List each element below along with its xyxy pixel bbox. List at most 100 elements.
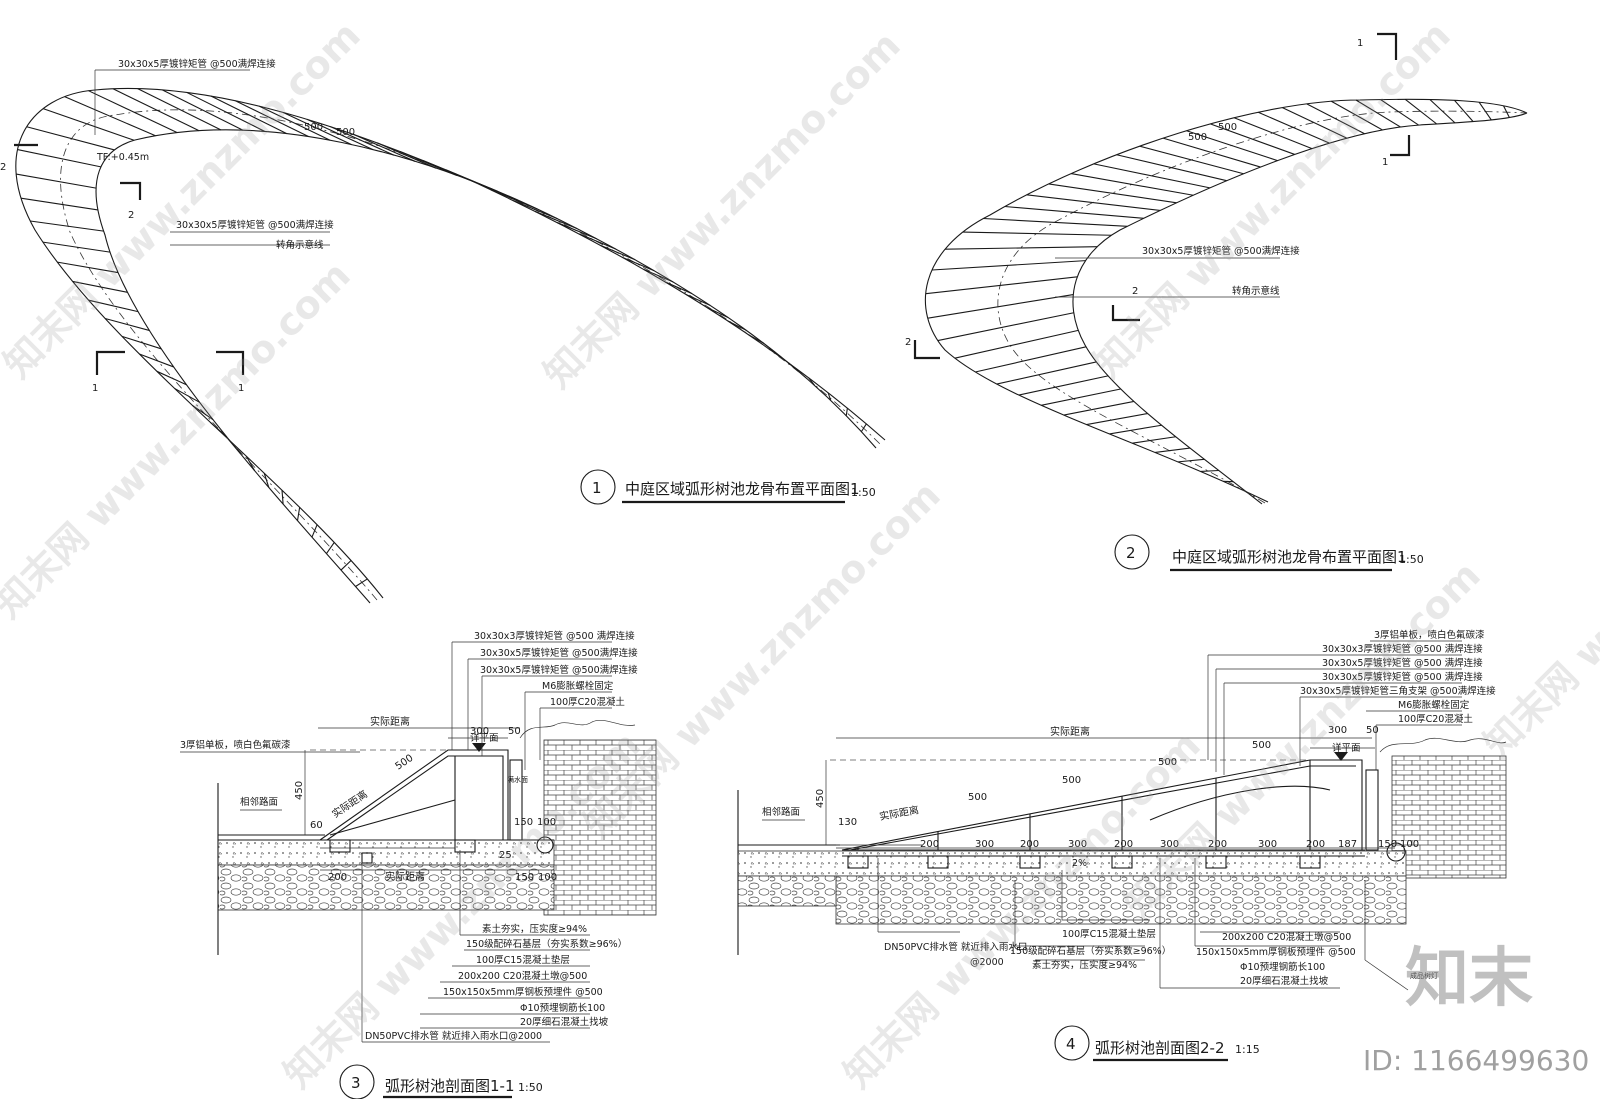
rib bbox=[210, 95, 287, 135]
section-1: 实际距离 300 50 500 450 实际距离 60 150 100 25 2… bbox=[180, 630, 657, 1043]
section1-dim-150: 150 bbox=[514, 817, 533, 828]
section2-callout-bottom-5: 素土夯实，压实度≥94% bbox=[1032, 959, 1137, 971]
section1-dim-actual-top: 实际距离 bbox=[370, 715, 410, 728]
rib bbox=[490, 189, 539, 210]
section2-dim-row-label: 200 bbox=[1306, 839, 1325, 850]
rib bbox=[137, 88, 222, 131]
section1-dim-150b: 150 bbox=[515, 872, 534, 883]
section2-dim-row-label: 300 bbox=[1068, 839, 1087, 850]
rib bbox=[925, 276, 1078, 295]
footing bbox=[1019, 855, 1041, 869]
plan1-dim-2: 500 bbox=[336, 127, 355, 138]
rib bbox=[1186, 130, 1278, 162]
section2-dim-50: 50 bbox=[1366, 725, 1379, 736]
rib bbox=[686, 294, 711, 306]
section1-left-label: 3厚铝单板，喷白色氟碳漆 bbox=[180, 739, 291, 751]
plan2-mark-2b: 2 bbox=[905, 337, 911, 348]
section2-dim-actual-top: 实际距离 bbox=[1050, 725, 1090, 738]
section2-dim-130: 130 bbox=[838, 817, 857, 828]
section2-callout-bottom-1: DN50PVC排水管 就近排入雨水口 bbox=[884, 941, 1027, 953]
section2-callout-top-5: 30x30x5厚镀锌矩管三角支架 @500满焊连接 bbox=[1300, 685, 1496, 697]
rib bbox=[72, 280, 128, 293]
section2-dim-500-2: 500 bbox=[1062, 775, 1081, 786]
rib bbox=[962, 231, 1112, 236]
section1-callout-bottom-2: 150级配碎石基层（夯实系数≥96%） bbox=[466, 938, 627, 950]
rib bbox=[748, 334, 765, 344]
rib bbox=[1503, 105, 1510, 118]
rib bbox=[1200, 469, 1219, 473]
section1-callout-top-5: 100厚C20混凝土 bbox=[550, 696, 625, 708]
section2-posts bbox=[847, 760, 1321, 869]
rib bbox=[104, 317, 150, 331]
section2-dim-row-label: 300 bbox=[975, 839, 994, 850]
section2-level: 详平面 bbox=[1332, 742, 1361, 754]
section2-callouts-top: 3厚铝单板，喷白色氟碳漆 30x30x3厚镀锌矩管 @500 满焊连接 30x3… bbox=[1207, 629, 1496, 775]
rib bbox=[664, 281, 692, 294]
plan2-mark-1a: 1 bbox=[1357, 38, 1363, 49]
title-section1-scale: 1:50 bbox=[518, 1081, 543, 1094]
rib bbox=[296, 507, 301, 521]
section2-dim-actual: 实际距离 bbox=[878, 803, 920, 823]
title-plan1-scale: 1:50 bbox=[851, 486, 876, 499]
rib bbox=[1026, 194, 1161, 212]
plan1-inner-edge bbox=[95, 129, 877, 604]
rib bbox=[945, 246, 1098, 250]
rib bbox=[209, 421, 228, 438]
section2-callout-bottom-9: 20厚细石混凝土找坡 bbox=[1240, 975, 1329, 987]
section2-dim-row-label: 300 bbox=[1258, 839, 1277, 850]
section1-callouts-top: 30x30x3厚镀锌矩管 @500 满焊连接 30x30x5厚镀锌矩管 @500… bbox=[451, 630, 638, 770]
rib bbox=[1116, 154, 1227, 182]
rib bbox=[827, 392, 832, 401]
section1-callout-bottom-4: 200x200 C20混凝土墩@500 bbox=[458, 970, 587, 982]
rib bbox=[156, 370, 187, 386]
section1-dim-200: 200 bbox=[328, 872, 347, 883]
rib bbox=[227, 438, 242, 455]
rib bbox=[353, 134, 416, 162]
plan1-elevation: TF:+0.45m bbox=[96, 152, 149, 163]
rib bbox=[1041, 388, 1121, 406]
title-plan1-number: 1 bbox=[592, 479, 602, 497]
title-plan1: 1 中庭区域弧形树池龙骨布置平面图1 1:50 bbox=[580, 469, 876, 505]
title-section1: 3 弧形树池剖面图1-1 1:50 bbox=[339, 1064, 543, 1099]
rib bbox=[26, 126, 115, 151]
rib bbox=[281, 490, 284, 505]
section1-callout-top-2: 30x30x5厚镀锌矩管 @500满焊连接 bbox=[480, 647, 638, 659]
footing bbox=[1299, 855, 1321, 869]
rib bbox=[1086, 412, 1148, 426]
plan1-note-1: 30x30x5厚镀锌矩管 @500满焊连接 bbox=[118, 58, 276, 70]
section2-slope: 2% bbox=[1072, 858, 1087, 869]
rib bbox=[174, 387, 200, 403]
rib bbox=[1331, 100, 1383, 131]
rib bbox=[845, 408, 848, 416]
plan2-mark-1b: 1 bbox=[1382, 157, 1388, 168]
section2-dim-row-label: 187 bbox=[1338, 839, 1357, 850]
rib bbox=[376, 142, 437, 169]
rib bbox=[1404, 98, 1438, 125]
rib bbox=[1093, 163, 1211, 189]
section1-dim-100b: 100 bbox=[538, 872, 557, 883]
title-section2-text: 弧形树池剖面图2-2 bbox=[1095, 1039, 1225, 1057]
rib bbox=[1306, 103, 1365, 135]
watermark-brand: 知末 bbox=[1405, 942, 1533, 1016]
section1-dim-25: 25 bbox=[499, 850, 512, 861]
rib bbox=[88, 90, 178, 134]
rib bbox=[1429, 99, 1456, 124]
rib bbox=[1139, 145, 1244, 175]
rib bbox=[330, 126, 395, 156]
section2-callout-bottom-3: 100厚C15混凝土垫层 bbox=[1062, 928, 1156, 940]
rib bbox=[643, 269, 674, 283]
rib bbox=[1048, 183, 1177, 204]
plan-1: 30x30x5厚镀锌矩管 @500满焊连接 30x30x5厚镀锌矩管 @500满… bbox=[0, 58, 886, 604]
rib bbox=[1177, 458, 1205, 463]
rib bbox=[245, 455, 256, 471]
plan1-mark-2b: 2 bbox=[128, 210, 134, 221]
rib bbox=[326, 542, 335, 554]
rib bbox=[1282, 107, 1348, 139]
plan1-note-2: 30x30x5厚镀锌矩管 @500满焊连接 bbox=[176, 219, 334, 231]
plan2-dim-1: 500 bbox=[1188, 132, 1207, 143]
section2-dim-row-label: 150 bbox=[1378, 839, 1397, 850]
section1-small-label: 满水面 bbox=[507, 775, 528, 784]
section1-dim-60: 60 bbox=[310, 820, 323, 831]
rib bbox=[996, 361, 1097, 385]
watermark-id: ID: 1166499630 bbox=[1363, 1044, 1589, 1077]
